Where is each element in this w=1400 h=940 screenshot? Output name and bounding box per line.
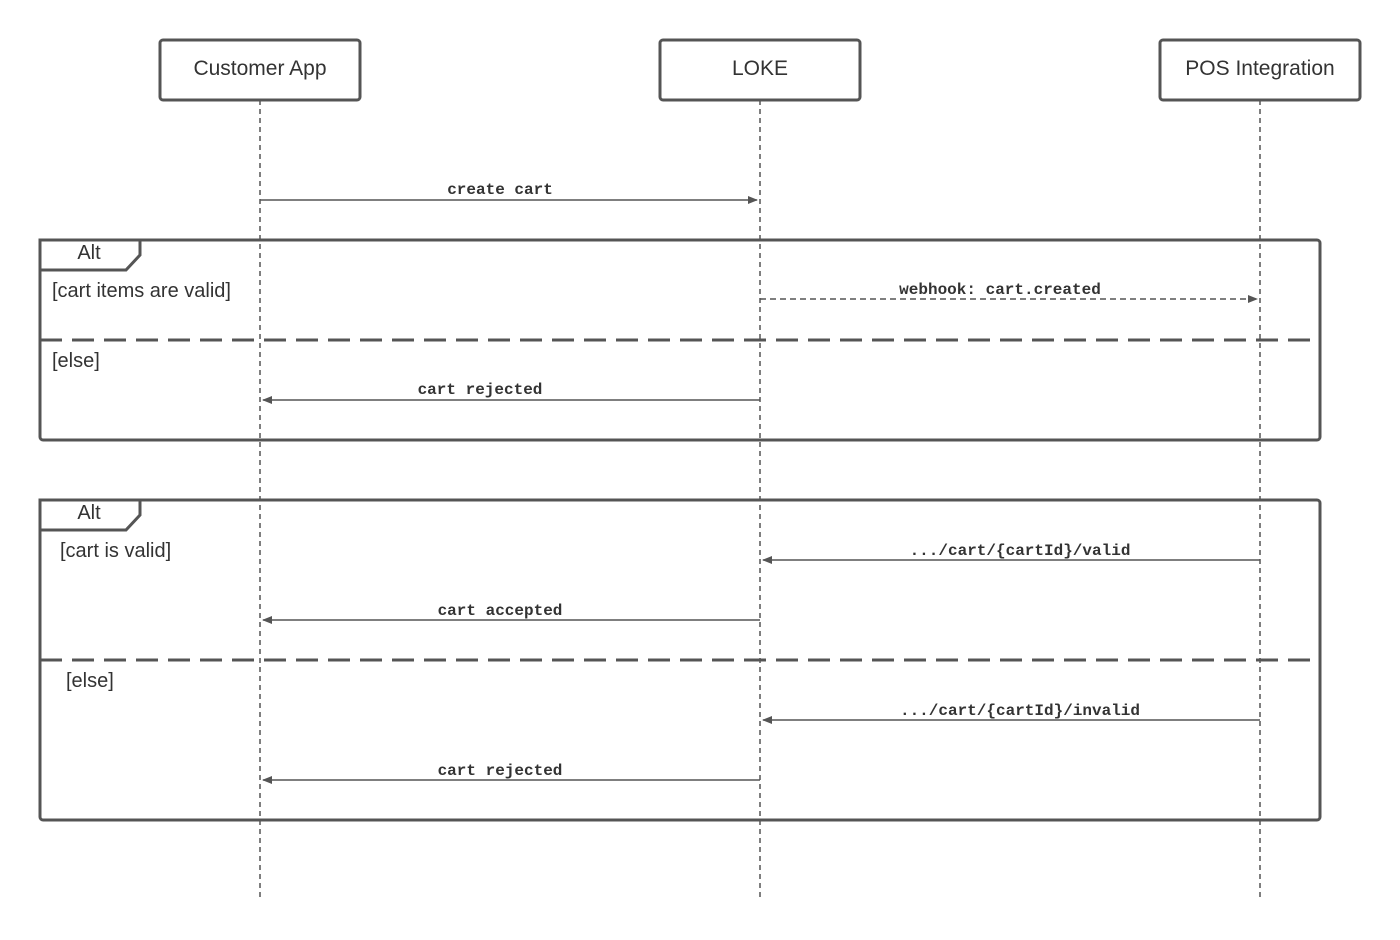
message-label: .../cart/{cartId}/invalid <box>900 702 1140 720</box>
message-label: create cart <box>447 181 553 199</box>
message-cart-accepted: cart accepted <box>262 602 760 624</box>
participant-label: POS Integration <box>1185 57 1334 80</box>
message-cart-rejected: cart rejected <box>262 381 760 404</box>
message-cart-invalid: .../cart/{cartId}/invalid <box>762 702 1260 724</box>
guard-condition: [cart items are valid] <box>52 280 231 302</box>
alt-fragment-2: Alt [cart is valid] [else] <box>38 498 1322 822</box>
alt-fragment-1: Alt [cart items are valid] [else] <box>38 238 1322 442</box>
message-label: cart accepted <box>438 602 563 620</box>
participant-label: LOKE <box>732 57 788 80</box>
participant-customer-app: Customer App <box>158 38 362 102</box>
participant-pos-integration: POS Integration <box>1158 38 1362 102</box>
message-webhook-cart-created: webhook: cart.created <box>760 281 1258 303</box>
participant-loke: LOKE <box>658 38 862 102</box>
guard-condition: [else] <box>66 670 114 692</box>
message-label: webhook: cart.created <box>899 281 1101 299</box>
message-cart-rejected-2: cart rejected <box>262 762 760 784</box>
message-cart-valid: .../cart/{cartId}/valid <box>762 542 1260 564</box>
message-label: .../cart/{cartId}/valid <box>910 542 1131 560</box>
message-label: cart rejected <box>418 381 543 399</box>
message-create-cart: create cart <box>260 181 758 204</box>
fragment-operator: Alt <box>77 502 101 524</box>
fragment-operator: Alt <box>77 242 101 264</box>
guard-condition: [cart is valid] <box>60 540 171 562</box>
guard-condition: [else] <box>52 350 100 372</box>
message-label: cart rejected <box>438 762 563 780</box>
participant-label: Customer App <box>193 57 326 80</box>
